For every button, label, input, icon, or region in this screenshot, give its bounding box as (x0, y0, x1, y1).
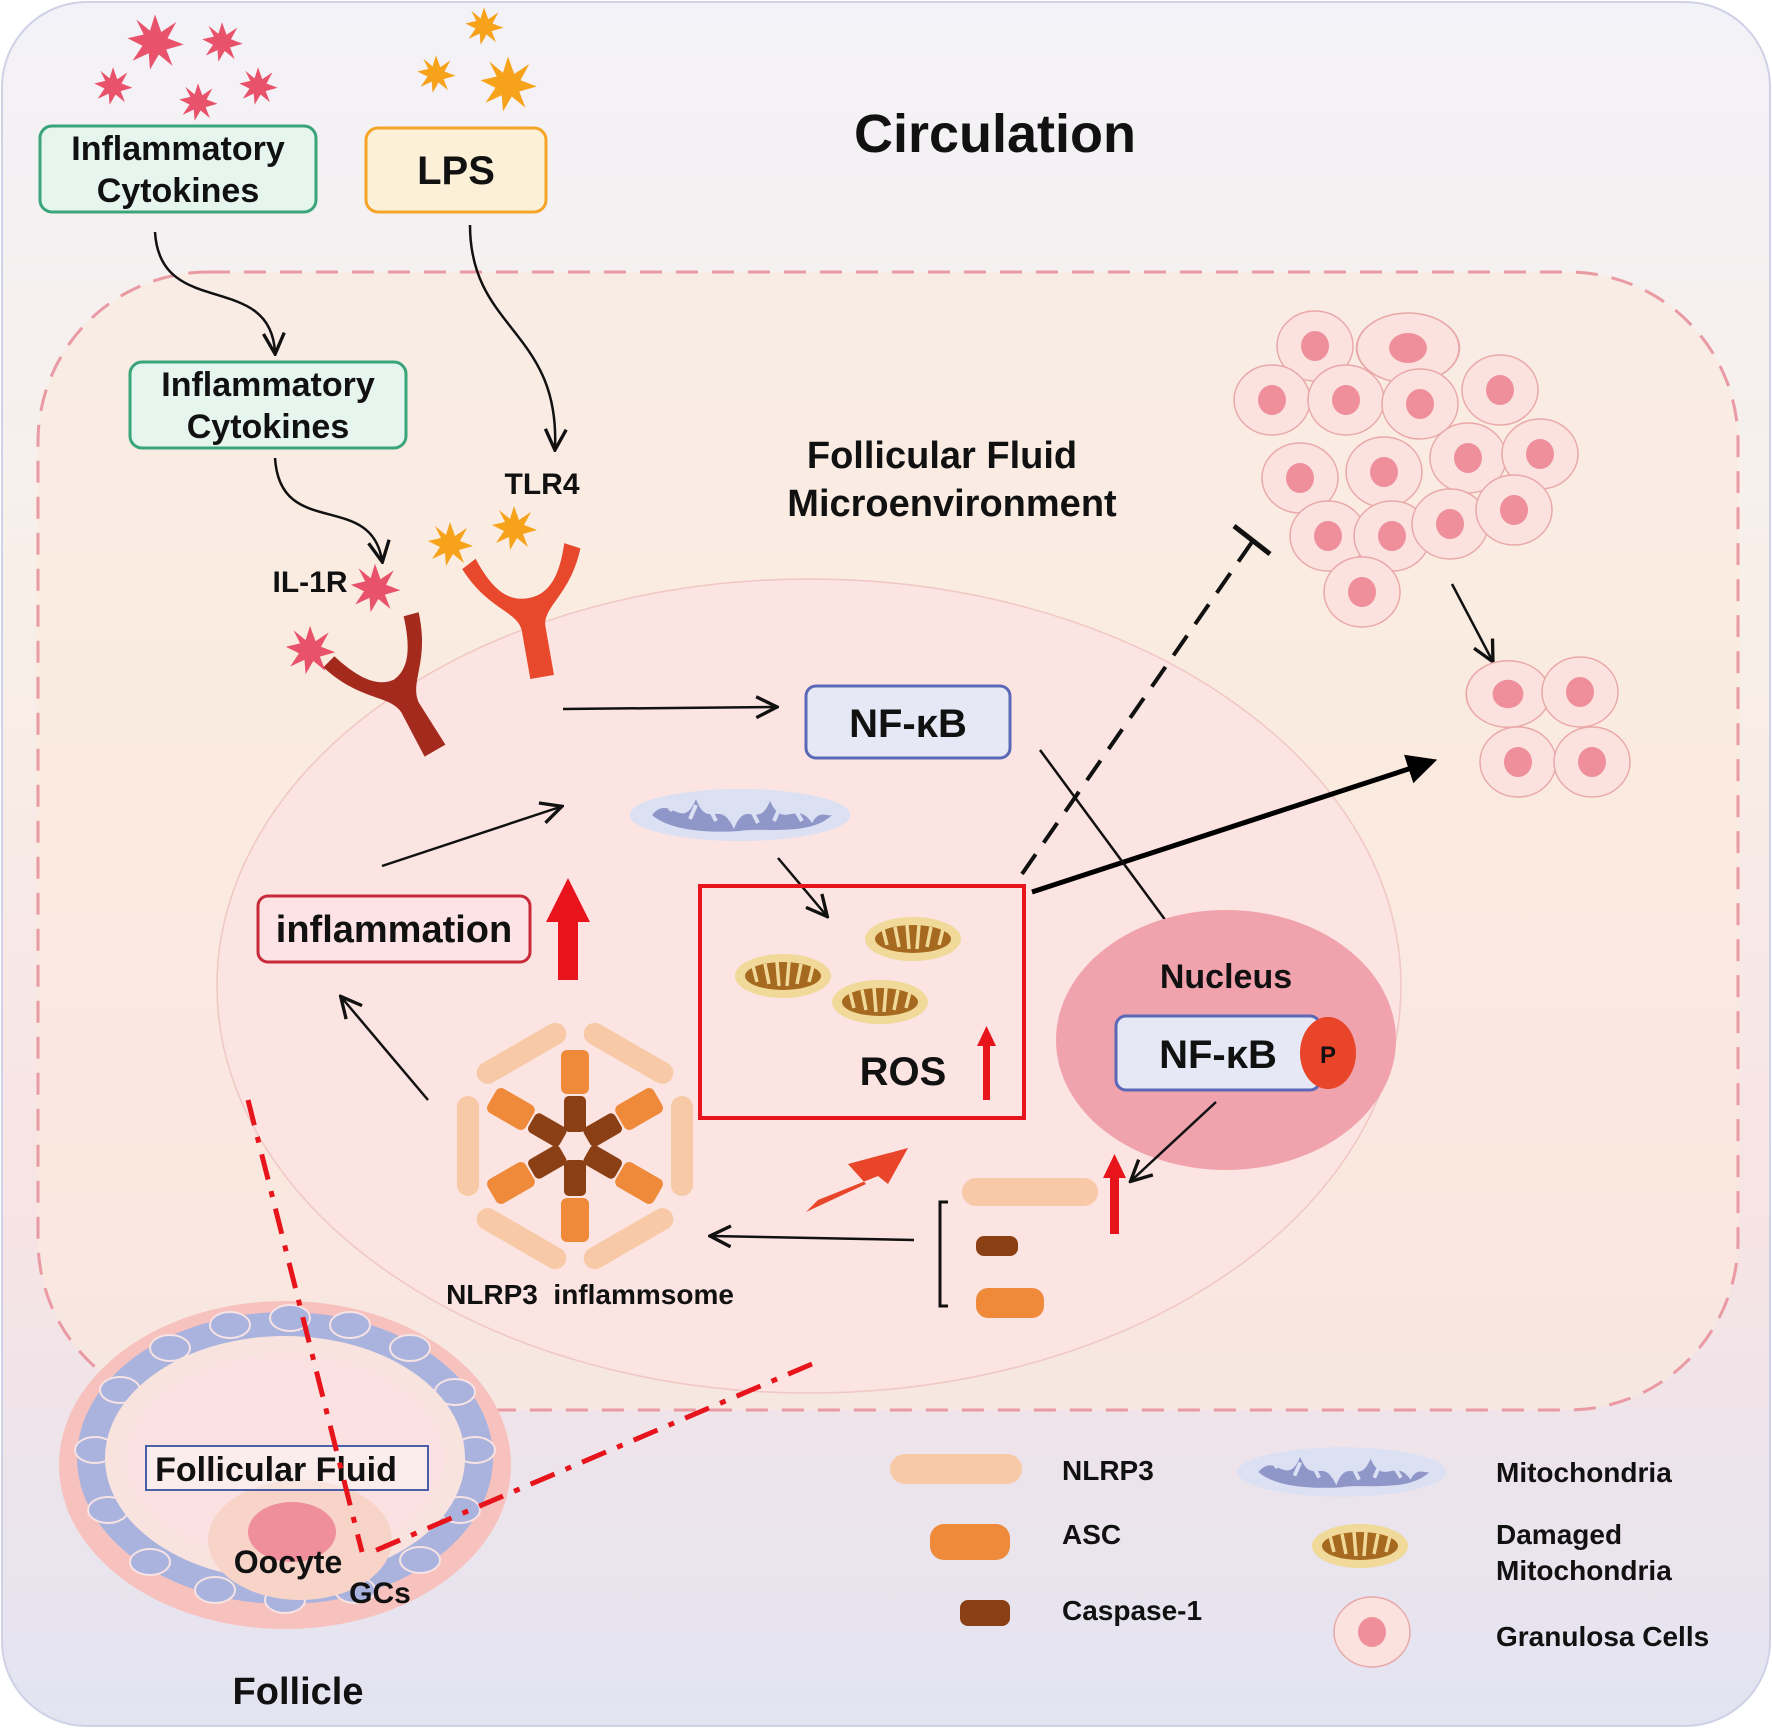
zoom-line-left (245, 1099, 365, 1553)
component-caspase-bar (976, 1236, 1018, 1256)
legend-nlrp3-label: NLRP3 (1062, 1455, 1154, 1486)
arrow-nucleus-to-components (1132, 1101, 1217, 1180)
cytokines-top-label-1: Inflammatory (71, 130, 285, 168)
components-bracket (938, 1200, 948, 1308)
arrow-ros-to-granulosa (1031, 754, 1438, 895)
microenvironment-label-2: Microenvironment (787, 483, 1117, 525)
inhibition-bar (1232, 524, 1272, 556)
phospho-icon (1300, 1017, 1356, 1089)
arrow-cytokines-to-il1r (273, 457, 382, 560)
increase-arrow-big (546, 878, 590, 980)
arrow-components-to-inflammasome (712, 1236, 915, 1240)
inflammasome-icon (457, 1022, 693, 1270)
damaged-mitochondria-icon-2 (733, 952, 833, 1000)
damaged-mitochondria-icon-1 (863, 915, 963, 963)
arrow-inflammasome-to-inflammation (342, 998, 429, 1101)
components-increase-arrow (1103, 1154, 1126, 1234)
follicular-fluid-box (145, 1445, 429, 1491)
legend-damaged-mitochondria-label-2: Mitochondria (1496, 1555, 1672, 1586)
arrow-lps-down (468, 224, 555, 448)
oocyte-label: Oocyte (234, 1544, 342, 1580)
cytokines-top-box (38, 124, 318, 214)
inflammation-label: inflammation (276, 909, 512, 951)
nucleus-label: Nucleus (1160, 958, 1292, 996)
inflammasome-label: NLRP3 inflammsome (446, 1279, 734, 1310)
follicular-fluid-label: Follicular Fluid (155, 1451, 397, 1489)
damaged-mitochondria-icon-3 (830, 978, 930, 1026)
mitochondria-normal-icon (628, 787, 852, 843)
zoom-line-right (371, 1361, 813, 1555)
legend-mitochondria-label: Mitochondria (1496, 1457, 1672, 1488)
phospho-label: P (1320, 1042, 1336, 1069)
nfkb-label: NF-κB (849, 702, 967, 746)
cytokines-inner-box (128, 360, 408, 450)
arrow-inflammation-to-mito (381, 807, 560, 868)
lps-box (364, 126, 548, 214)
inflammation-box (256, 894, 532, 964)
arrow-granulosa-reduction (1450, 583, 1492, 660)
legend-damaged-mitochondria-label-1: Damaged (1496, 1519, 1622, 1550)
tlr4-receptor-icon (462, 543, 581, 680)
component-nlrp3-bar (962, 1178, 1098, 1206)
follicle-illustration (59, 1301, 511, 1629)
nfkb-phospho-label: NF-κB (1159, 1033, 1277, 1077)
legend-damaged-mitochondria-icon (1310, 1522, 1410, 1570)
component-asc-bar (976, 1288, 1044, 1318)
legend-caspase-icon (960, 1600, 1010, 1626)
ros-box (698, 884, 1026, 1120)
follicle-title: Follicle (233, 1671, 364, 1713)
legend-granulosa-cell-icon (1333, 1596, 1411, 1668)
legend: NLRP3 ASC Caspase-1 Mitochondria Damaged… (890, 1445, 1709, 1668)
cytokines-inner-label-2: Cytokines (187, 408, 350, 446)
cytokines-top-label-2: Cytokines (97, 172, 260, 210)
legend-nlrp3-icon (890, 1454, 1022, 1484)
inhibition-line-to-granulosa (1020, 540, 1254, 876)
ros-increase-arrow (977, 1026, 996, 1100)
legend-caspase-label: Caspase-1 (1062, 1595, 1202, 1626)
lightning-icon (806, 1148, 908, 1212)
nfkb-box (804, 684, 1012, 760)
il1r-receptor-icon (323, 612, 446, 757)
microenvironment-label-1: Follicular Fluid (807, 435, 1077, 477)
il1r-label: IL-1R (273, 566, 348, 599)
gcs-label: GCs (349, 1577, 411, 1610)
arrow-nfkb-to-nucleus (1038, 749, 1180, 940)
legend-asc-label: ASC (1062, 1519, 1121, 1550)
cytokines-inner-label-1: Inflammatory (161, 366, 375, 404)
lps-label: LPS (417, 149, 495, 193)
diagram-title: Circulation (854, 104, 1136, 164)
ros-label: ROS (860, 1050, 947, 1094)
legend-asc-icon (930, 1524, 1010, 1560)
tlr4-label: TLR4 (505, 468, 580, 501)
legend-granulosa-cell-label: Granulosa Cells (1496, 1621, 1709, 1652)
legend-mitochondria-icon (1235, 1445, 1449, 1499)
arrow-receptor-to-nfkb (562, 707, 775, 709)
arrow-cytokines-down (153, 231, 275, 352)
